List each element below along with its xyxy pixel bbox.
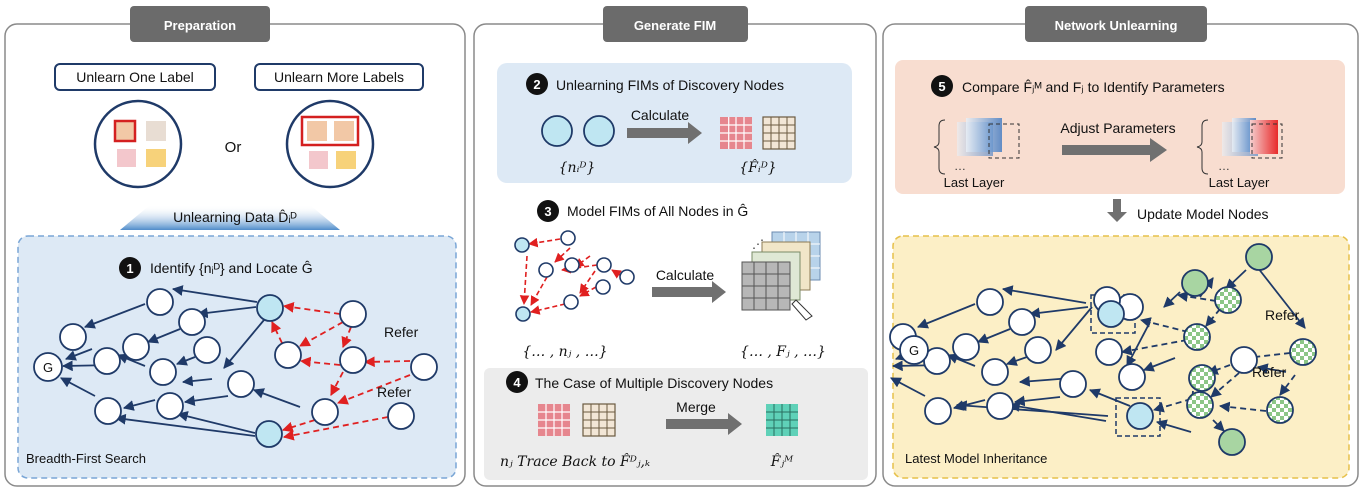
set-f-label: {F̂ᵢᴰ}	[739, 158, 776, 176]
fim-grid-beige-2	[582, 403, 616, 437]
preparation-title: Preparation	[164, 18, 236, 33]
g-node-label-2: G	[909, 343, 919, 358]
refer-label-2: Refer	[377, 384, 412, 400]
step3-badge	[537, 200, 559, 222]
step2-badge	[526, 73, 548, 95]
refer-label-4: Refer	[1252, 364, 1287, 380]
step2-number: 2	[533, 77, 540, 92]
adjust-parameters-label: Adjust Parameters	[1060, 120, 1175, 136]
calculate-arrow-1	[627, 122, 702, 144]
step4-text: The Case of Multiple Discovery Nodes	[535, 375, 773, 391]
panel-network-unlearning: Network Unlearning 5 Compare F̂ⱼᴹ and Fⱼ…	[882, 6, 1359, 487]
refer-label-1: Refer	[384, 324, 419, 340]
fim-graph	[514, 230, 635, 322]
update-arrow	[1107, 199, 1127, 222]
g-node-2	[899, 335, 929, 365]
fim-grid-pink	[720, 117, 752, 149]
fim-grid-merged	[766, 404, 798, 436]
step1-text: Identify {nᵢᴰ} and Locate Ĝ	[150, 260, 313, 276]
latest-model-inheritance-label: Latest Model Inheritance	[905, 451, 1047, 466]
generate-fim-title: Generate FIM	[634, 18, 716, 33]
step5-number: 5	[938, 79, 945, 94]
refer-label-3: Refer	[1265, 307, 1300, 323]
step1-number: 1	[126, 261, 133, 276]
last-layer-after: …	[1196, 118, 1283, 175]
label-circle-one	[93, 99, 183, 189]
step1-badge	[119, 257, 141, 279]
unlearn-more-labels-text: Unlearn More Labels	[274, 69, 404, 85]
step3-number: 3	[544, 204, 551, 219]
step5-text: Compare F̂ⱼᴹ and Fⱼ to Identify Paramete…	[962, 79, 1225, 95]
last-layer-before: …	[933, 118, 1020, 175]
unlearning-data-label: Unlearning Data D̂ᵢᴰ	[173, 209, 297, 225]
bfs-label: Breadth-First Search	[26, 451, 146, 466]
discovery-node-1	[541, 115, 573, 147]
fim-stack-ellipsis: ⋰	[752, 237, 764, 251]
step2-box	[497, 63, 852, 183]
network-unlearning-header	[1025, 6, 1207, 42]
step2-text: Unlearning FIMs of Discovery Nodes	[556, 77, 784, 93]
unlearn-one-label-text: Unlearn One Label	[76, 69, 194, 85]
fm-label: F̂ⱼᴹ	[770, 452, 794, 470]
generate-fim-header	[603, 6, 748, 42]
last-layer-label-1: Last Layer	[944, 175, 1005, 190]
layer-dots-1: …	[954, 159, 966, 173]
panel-generate-fim: Generate FIM 2 Unlearning FIMs of Discov…	[473, 6, 877, 487]
merge-label: Merge	[676, 399, 716, 415]
step5-badge	[931, 75, 953, 97]
calculate-label-1: Calculate	[631, 107, 690, 123]
trace-back-label: nⱼ Trace Back to F̂ᴰⱼ,ₖ	[500, 452, 650, 470]
last-layer-label-2: Last Layer	[1209, 175, 1270, 190]
unlearning-beam	[120, 205, 340, 230]
inheritance-graph	[889, 243, 1317, 456]
merge-arrow	[666, 413, 742, 435]
layer-dots-2: …	[1218, 159, 1230, 173]
set-nj-label: {… , nⱼ , …}	[522, 344, 607, 360]
fim-stack: ⋰	[741, 231, 821, 321]
adjust-arrow	[1062, 138, 1167, 162]
step5-box	[895, 60, 1345, 194]
or-text: Or	[225, 139, 242, 156]
step4-number: 4	[513, 375, 521, 390]
discovery-node-2	[583, 115, 615, 147]
set-fj-label: {… , Fⱼ , …}	[740, 344, 826, 360]
update-model-nodes-label: Update Model Nodes	[1137, 206, 1269, 222]
step4-badge	[506, 371, 528, 393]
bfs-graph	[33, 285, 438, 448]
fim-grid-pink-2	[538, 404, 570, 436]
g-node-label: G	[43, 360, 53, 375]
set-n-label: {nᵢᴰ}	[559, 160, 596, 176]
bfs-box	[17, 235, 457, 479]
g-node	[33, 352, 63, 382]
unlearn-more-labels-box	[254, 63, 424, 91]
calculate-label-2: Calculate	[656, 267, 715, 283]
calculate-arrow-2	[652, 281, 726, 303]
preparation-header	[130, 6, 270, 42]
panel-preparation: Preparation Unlearn One Label Unlearn Mo…	[4, 6, 466, 487]
step3-text: Model FIMs of All Nodes in Ĝ	[567, 203, 748, 219]
fim-grid-beige	[762, 116, 796, 150]
unlearn-one-label-box	[54, 63, 216, 91]
network-unlearning-title: Network Unlearning	[1055, 18, 1178, 33]
